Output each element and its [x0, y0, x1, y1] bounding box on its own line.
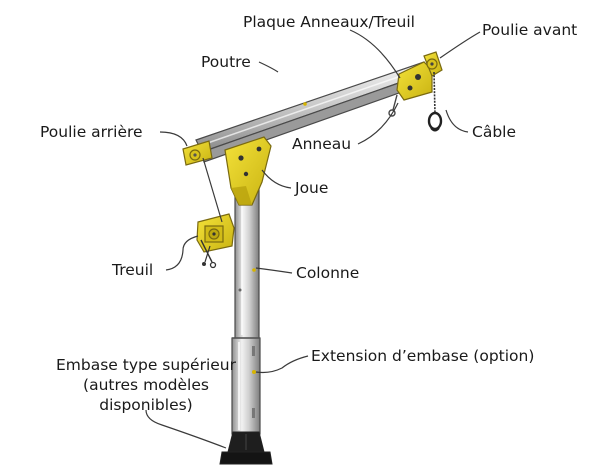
leader-plaque: [350, 30, 400, 78]
label-poutre: Poutre: [201, 53, 251, 71]
label-extension: Extension d’embase (option): [311, 347, 534, 365]
label-treuil: Treuil: [111, 261, 153, 279]
base-mount: [220, 432, 272, 464]
leader-cable: [446, 110, 468, 132]
winch-cable: [203, 158, 222, 222]
leader-extension: [256, 356, 308, 373]
leader-embase: [146, 410, 226, 448]
label-poulie-arriere: Poulie arrière: [40, 123, 143, 141]
label-poulie-avant: Poulie avant: [482, 21, 577, 39]
label-embase-line3: disponibles): [99, 396, 192, 414]
label-plaque: Plaque Anneaux/Treuil: [243, 13, 415, 31]
leader-colonne: [256, 268, 292, 273]
label-anneau: Anneau: [292, 135, 351, 153]
cheek-plate: [225, 137, 271, 205]
label-embase-line2: (autres modèles: [83, 376, 209, 394]
winch: [197, 214, 234, 268]
label-joue: Joue: [294, 179, 328, 197]
leader-anneau: [358, 103, 398, 144]
leader-joue: [262, 170, 291, 188]
leader-poulie-avant: [440, 32, 480, 58]
base-extension: [232, 338, 260, 434]
leader-poutre: [259, 62, 278, 72]
label-embase-line1: Embase type supérieur: [56, 356, 237, 374]
rear-pulley: [183, 141, 212, 165]
label-cable: Câble: [472, 123, 516, 141]
labels: Plaque Anneaux/Treuil Poulie avant Poutr…: [40, 13, 577, 414]
leader-treuil: [166, 236, 198, 270]
hook: [429, 113, 441, 129]
leader-poulie-arriere: [160, 132, 187, 146]
label-colonne: Colonne: [296, 264, 359, 282]
beam-pin: [303, 102, 307, 106]
